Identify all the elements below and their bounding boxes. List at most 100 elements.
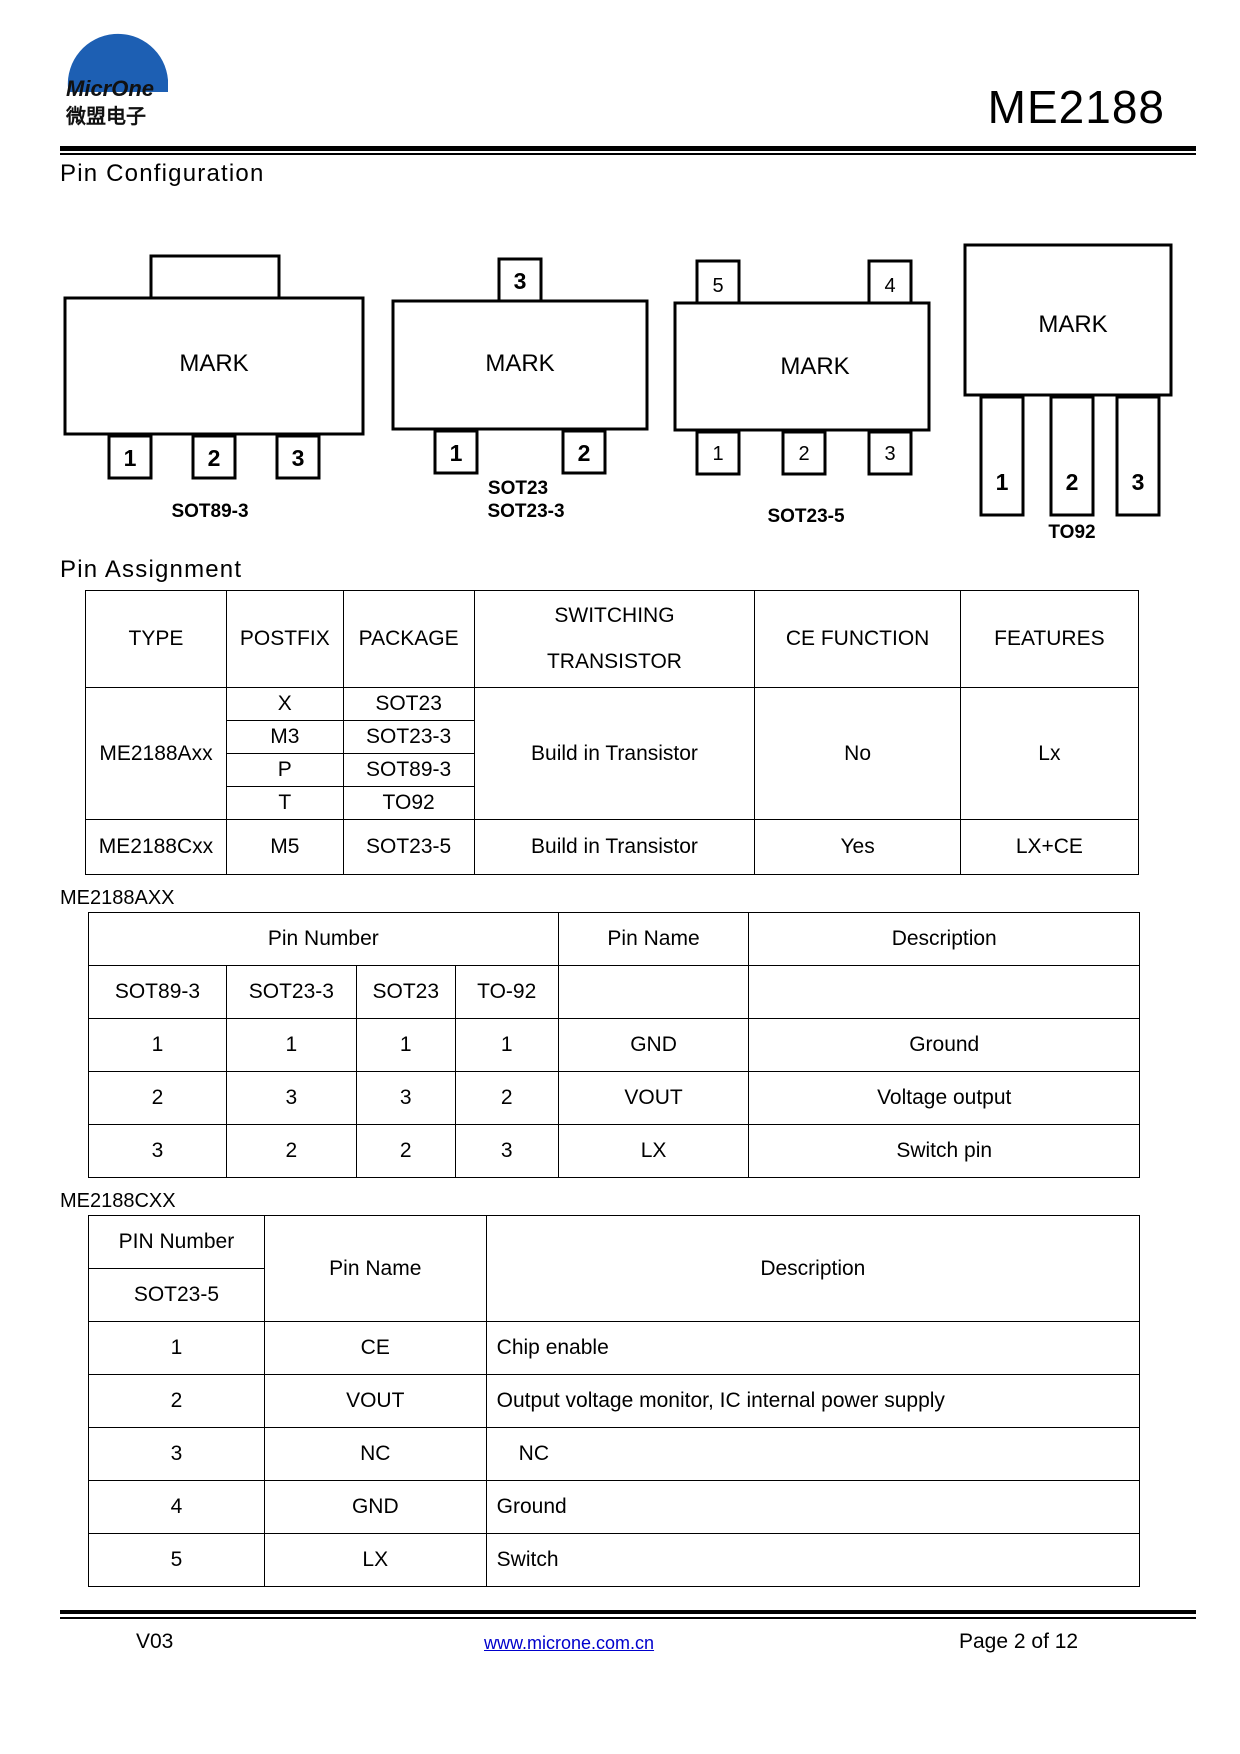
pin-cell: 2 [355,1124,456,1178]
sot235-pin-1-label: 1 [712,443,723,465]
sot89-tab [149,254,281,300]
pin-assignment-table: TYPE POSTFIX PACKAGE SWITCHING TRANSISTO… [85,590,1140,875]
pin-cell: 1 [88,1018,227,1072]
to92-pin-2 [1049,395,1095,517]
subheader-sot89: SOT89-3 [88,965,227,1019]
to92-mark: MARK [1038,311,1107,338]
switch-cell: Build in Transistor [473,819,756,875]
footer-rule [60,1610,1196,1614]
description-cell: Voltage output [748,1071,1140,1125]
footer-version: V03 [136,1630,174,1653]
sot235-name: SOT23-5 [767,506,845,527]
header-pin-number: PIN Number [88,1215,265,1269]
pin-cell: 5 [88,1533,265,1587]
ce-cell: No [754,687,961,820]
table-row: 2 3 3 2 VOUT Voltage output [88,1071,1140,1125]
switch-cell: Build in Transistor [473,687,756,820]
header-rule [60,146,1196,151]
description-cell: Switch [485,1533,1141,1587]
pin-name-cell: LX [557,1124,750,1178]
table-row: T TO92 [86,786,1139,820]
header-rule-thin [60,153,1196,155]
cxx-pin-table: PIN Number Pin Name Description SOT23-5 … [88,1215,1141,1587]
to92-name: TO92 [1048,522,1095,543]
pin-cell: 3 [225,1071,357,1125]
description-cell: NC [485,1427,1141,1481]
sot89-pin-2 [191,434,237,480]
table-row: ME2188Axx X SOT23 Build in Transistor No… [85,687,1140,820]
features-cell: Lx [959,687,1140,820]
sot89-name: SOT89-3 [171,501,248,522]
description-cell: Switch pin [748,1124,1140,1178]
sot235-pin-3 [867,430,913,476]
logo-cn-text: 微盟电子 [65,104,146,128]
package-cell: SOT23-3 [342,720,475,754]
postfix-cell: M5 [225,819,344,875]
sot235-pin-5-label: 5 [712,275,723,297]
sot23-pin-2 [561,429,607,475]
pin-assignment-title: Pin Assignment [60,556,243,583]
header-pin-name: Pin Name [263,1215,487,1322]
sot23-pin-2-label: 2 [578,440,591,466]
sot23-name: SOT23 [488,478,548,499]
to92-pin-3-label: 3 [1132,469,1145,495]
table-header-row: Pin Number Pin Name Description [88,912,1140,966]
package-cell: TO92 [342,786,475,820]
header-description: Description [485,1215,1141,1322]
to92-pin-1 [979,395,1025,517]
description-cell: Ground [485,1480,1141,1534]
pin-cell: 2 [88,1374,265,1428]
table-row: 3 2 2 3 LX Switch pin [88,1124,1140,1178]
sot235-mark: MARK [780,353,849,380]
header-switching-line2: TRANSISTOR [546,650,682,673]
footer-rule-thin [60,1617,1196,1619]
sot23-mark: MARK [485,350,554,377]
postfix-cell: X [225,687,344,721]
pin-cell: 2 [88,1071,227,1125]
ce-cell: Yes [754,819,961,875]
pin-cell: 1 [355,1018,456,1072]
sot23-pin-1-label: 1 [450,440,463,466]
pin-cell: 3 [88,1124,227,1178]
postfix-cell: M3 [225,720,344,754]
sot89-pin-1-label: 1 [124,445,137,471]
axx-pin-table: Pin Number Pin Name Description SOT89-3 … [88,912,1140,1178]
header-pin-name: Pin Name [557,912,750,966]
sot235-body [673,301,931,432]
table-subheader-row: SOT89-3 SOT23-3 SOT23 TO-92 [88,965,1140,1019]
empty-cell [557,965,750,1019]
cxx-title: ME2188CXX [60,1190,176,1212]
pin-cell: 1 [225,1018,357,1072]
sot235-pin-1 [695,430,741,476]
sot23-pin-3-label: 3 [514,268,527,294]
table-row: M3 SOT23-3 [86,720,1139,754]
pin-name-cell: GND [263,1480,487,1534]
to92-pin-3 [1115,395,1161,517]
header-type: TYPE [85,590,227,688]
features-cell: LX+CE [959,819,1140,875]
table-header-row: TYPE POSTFIX PACKAGE SWITCHING TRANSISTO… [85,590,1140,688]
pin-name-cell: CE [263,1321,487,1375]
pin-name-cell: VOUT [263,1374,487,1428]
table-row: 3 NC NC [88,1427,1141,1481]
sot89-pin-1 [107,434,153,480]
sot235-pin-2-label: 2 [798,443,809,465]
description-cell: Output voltage monitor, IC internal powe… [485,1374,1141,1428]
table-row: 1 1 1 1 GND Ground [88,1018,1140,1072]
table-row: 4 GND Ground [88,1480,1141,1534]
sot233-name: SOT23-3 [487,501,564,522]
footer-website-link[interactable]: www.microne.com.cn [484,1633,655,1653]
type-cell: ME2188Cxx [85,819,227,875]
to92-body [963,243,1173,397]
logo-text: MicrOne [66,76,154,101]
package-cell: SOT89-3 [342,753,475,787]
subheader-sot235: SOT23-5 [88,1268,265,1322]
header-ce-function: CE FUNCTION [754,590,961,688]
postfix-cell: P [225,753,344,787]
sot89-body [63,296,365,436]
pin-cell: 1 [454,1018,559,1072]
sot235-pin-4-label: 4 [884,275,895,297]
sot89-mark: MARK [179,350,248,377]
header-package: PACKAGE [342,590,475,688]
subheader-sot233: SOT23-3 [225,965,357,1019]
